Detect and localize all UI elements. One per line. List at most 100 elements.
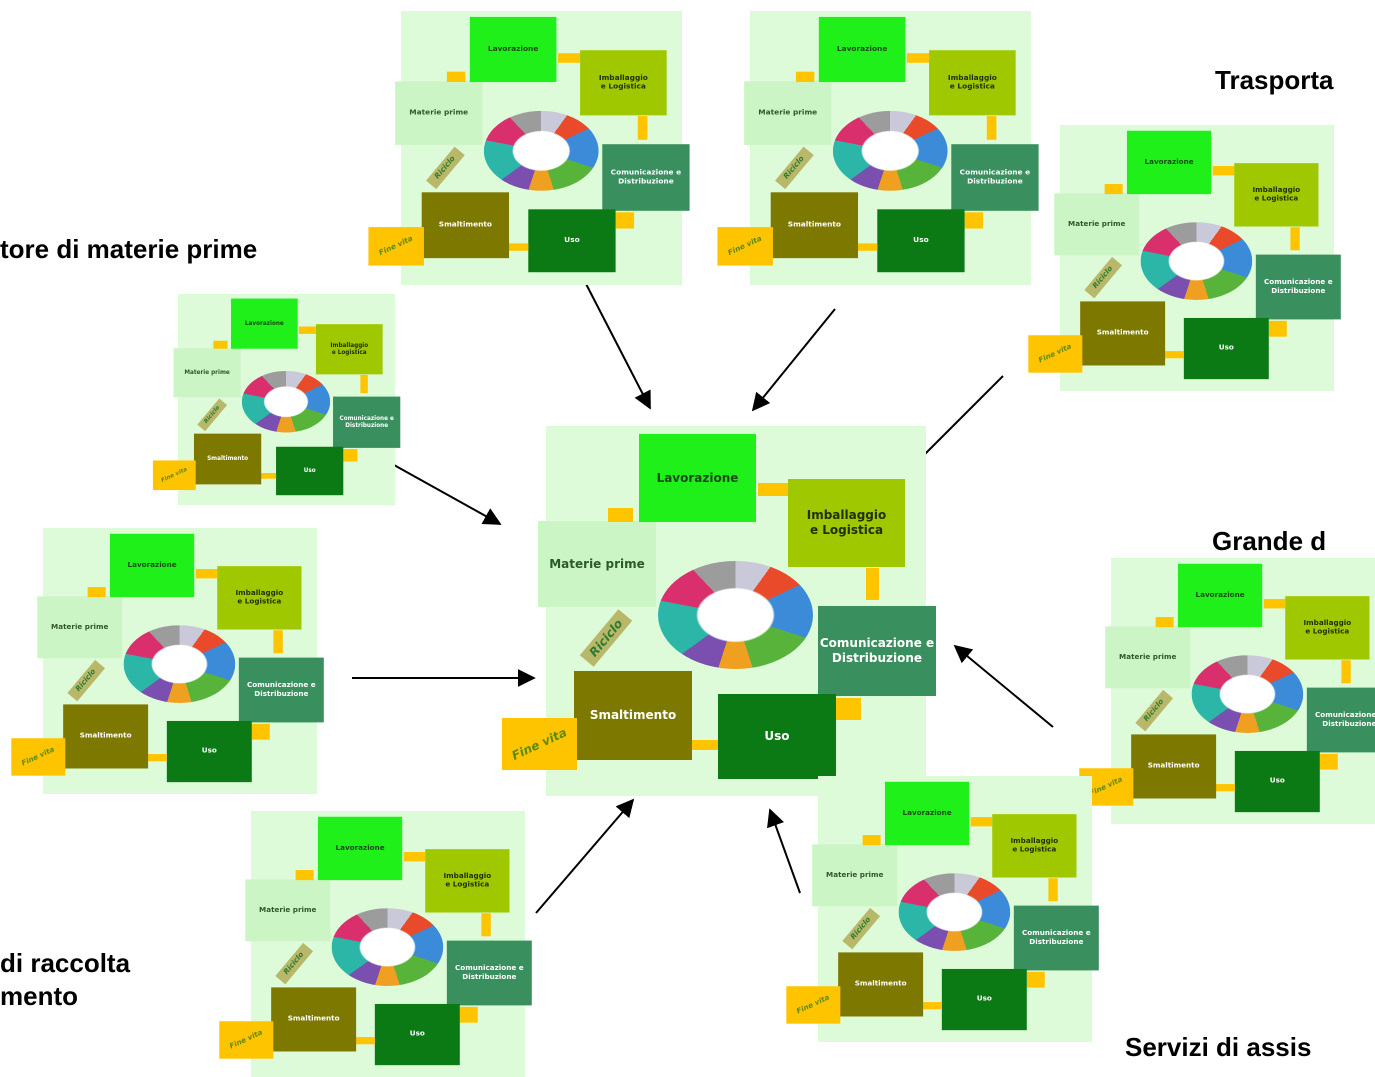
connector bbox=[360, 374, 368, 394]
lifecycle-illustration bbox=[331, 908, 444, 986]
box-fine-vita: Fine vita bbox=[219, 1021, 274, 1059]
box-smaltimento: Smaltimento bbox=[1131, 734, 1217, 799]
connector bbox=[964, 212, 984, 229]
lifecycle-illustration bbox=[1191, 655, 1304, 733]
connector bbox=[758, 483, 788, 496]
connector bbox=[1319, 753, 1338, 770]
label-servizi-assistenza: Servizi di assis bbox=[1125, 1032, 1312, 1062]
connector bbox=[557, 53, 581, 63]
lifecycle-illustration bbox=[123, 625, 236, 703]
arrow-from-top-center bbox=[751, 308, 836, 412]
box-materie-prime: Materie prime bbox=[744, 81, 832, 145]
label-riciclo: Riciclo bbox=[275, 942, 314, 985]
label-riciclo: Riciclo bbox=[1135, 689, 1174, 732]
connector bbox=[608, 508, 633, 522]
box-materie-prime: Materie prime bbox=[1054, 193, 1140, 256]
connector bbox=[1155, 617, 1174, 628]
box-lavorazione: Lavorazione bbox=[1177, 563, 1263, 628]
connector bbox=[343, 449, 358, 462]
box-lavorazione: Lavorazione bbox=[317, 816, 403, 881]
connector bbox=[1212, 166, 1235, 176]
connector bbox=[213, 340, 228, 349]
box-smaltimento: Smaltimento bbox=[421, 192, 510, 259]
connector bbox=[446, 71, 466, 83]
arrow-from-raccolta bbox=[535, 798, 635, 914]
box-materie-prime: Materie prime bbox=[37, 596, 123, 659]
box-materie-prime: Materie prime bbox=[245, 879, 331, 942]
connector bbox=[615, 212, 635, 229]
connector bbox=[87, 587, 106, 598]
connector bbox=[295, 870, 314, 881]
label-trasportatori: Trasporta bbox=[1215, 65, 1334, 95]
connector bbox=[251, 723, 270, 740]
connector bbox=[1048, 878, 1058, 902]
connector bbox=[986, 116, 997, 140]
box-fine-vita: Fine vita bbox=[717, 227, 773, 266]
lifecycle-illustration bbox=[832, 110, 948, 191]
box-uso: Uso bbox=[374, 1003, 460, 1066]
connector bbox=[481, 913, 491, 937]
box-materie-prime: Materie prime bbox=[538, 521, 656, 607]
connector bbox=[918, 1002, 942, 1010]
connector bbox=[686, 740, 718, 750]
box-smaltimento: Smaltimento bbox=[770, 192, 859, 259]
connector bbox=[273, 630, 283, 654]
box-materie-prime: Materie prime bbox=[1105, 626, 1191, 689]
box-lavorazione: Lavorazione bbox=[231, 298, 298, 349]
label-raccolta-line2: mento bbox=[0, 981, 78, 1011]
box-fine-vita: Fine vita bbox=[786, 986, 841, 1024]
connector bbox=[504, 243, 529, 251]
label-raccolta-line1: di raccolta bbox=[0, 948, 131, 978]
connector bbox=[970, 817, 993, 827]
box-materie-prime: Materie prime bbox=[812, 844, 898, 907]
box-lavorazione: Lavorazione bbox=[639, 434, 756, 522]
label-riciclo: Riciclo bbox=[197, 398, 228, 432]
box-fine-vita: Fine vita bbox=[368, 227, 424, 266]
lifecycle-illustration bbox=[658, 561, 813, 669]
connector bbox=[1290, 227, 1300, 251]
box-lavorazione: Lavorazione bbox=[109, 533, 195, 598]
connector bbox=[403, 852, 426, 862]
label-riciclo: Riciclo bbox=[426, 146, 465, 190]
box-uso: Uso bbox=[718, 694, 836, 779]
lifecycle-illustration bbox=[898, 873, 1011, 951]
lifecycle-illustration bbox=[1140, 222, 1253, 300]
arrow-from-top-left bbox=[583, 279, 651, 410]
connector bbox=[143, 754, 167, 762]
box-smaltimento: Smaltimento bbox=[63, 704, 149, 769]
connector bbox=[351, 1037, 375, 1045]
connector bbox=[459, 1006, 478, 1023]
connector bbox=[637, 116, 648, 140]
connector bbox=[795, 71, 815, 83]
box-uso: Uso bbox=[528, 209, 616, 273]
connector bbox=[1104, 184, 1123, 195]
connector bbox=[906, 53, 930, 63]
box-smaltimento: Smaltimento bbox=[271, 987, 357, 1052]
